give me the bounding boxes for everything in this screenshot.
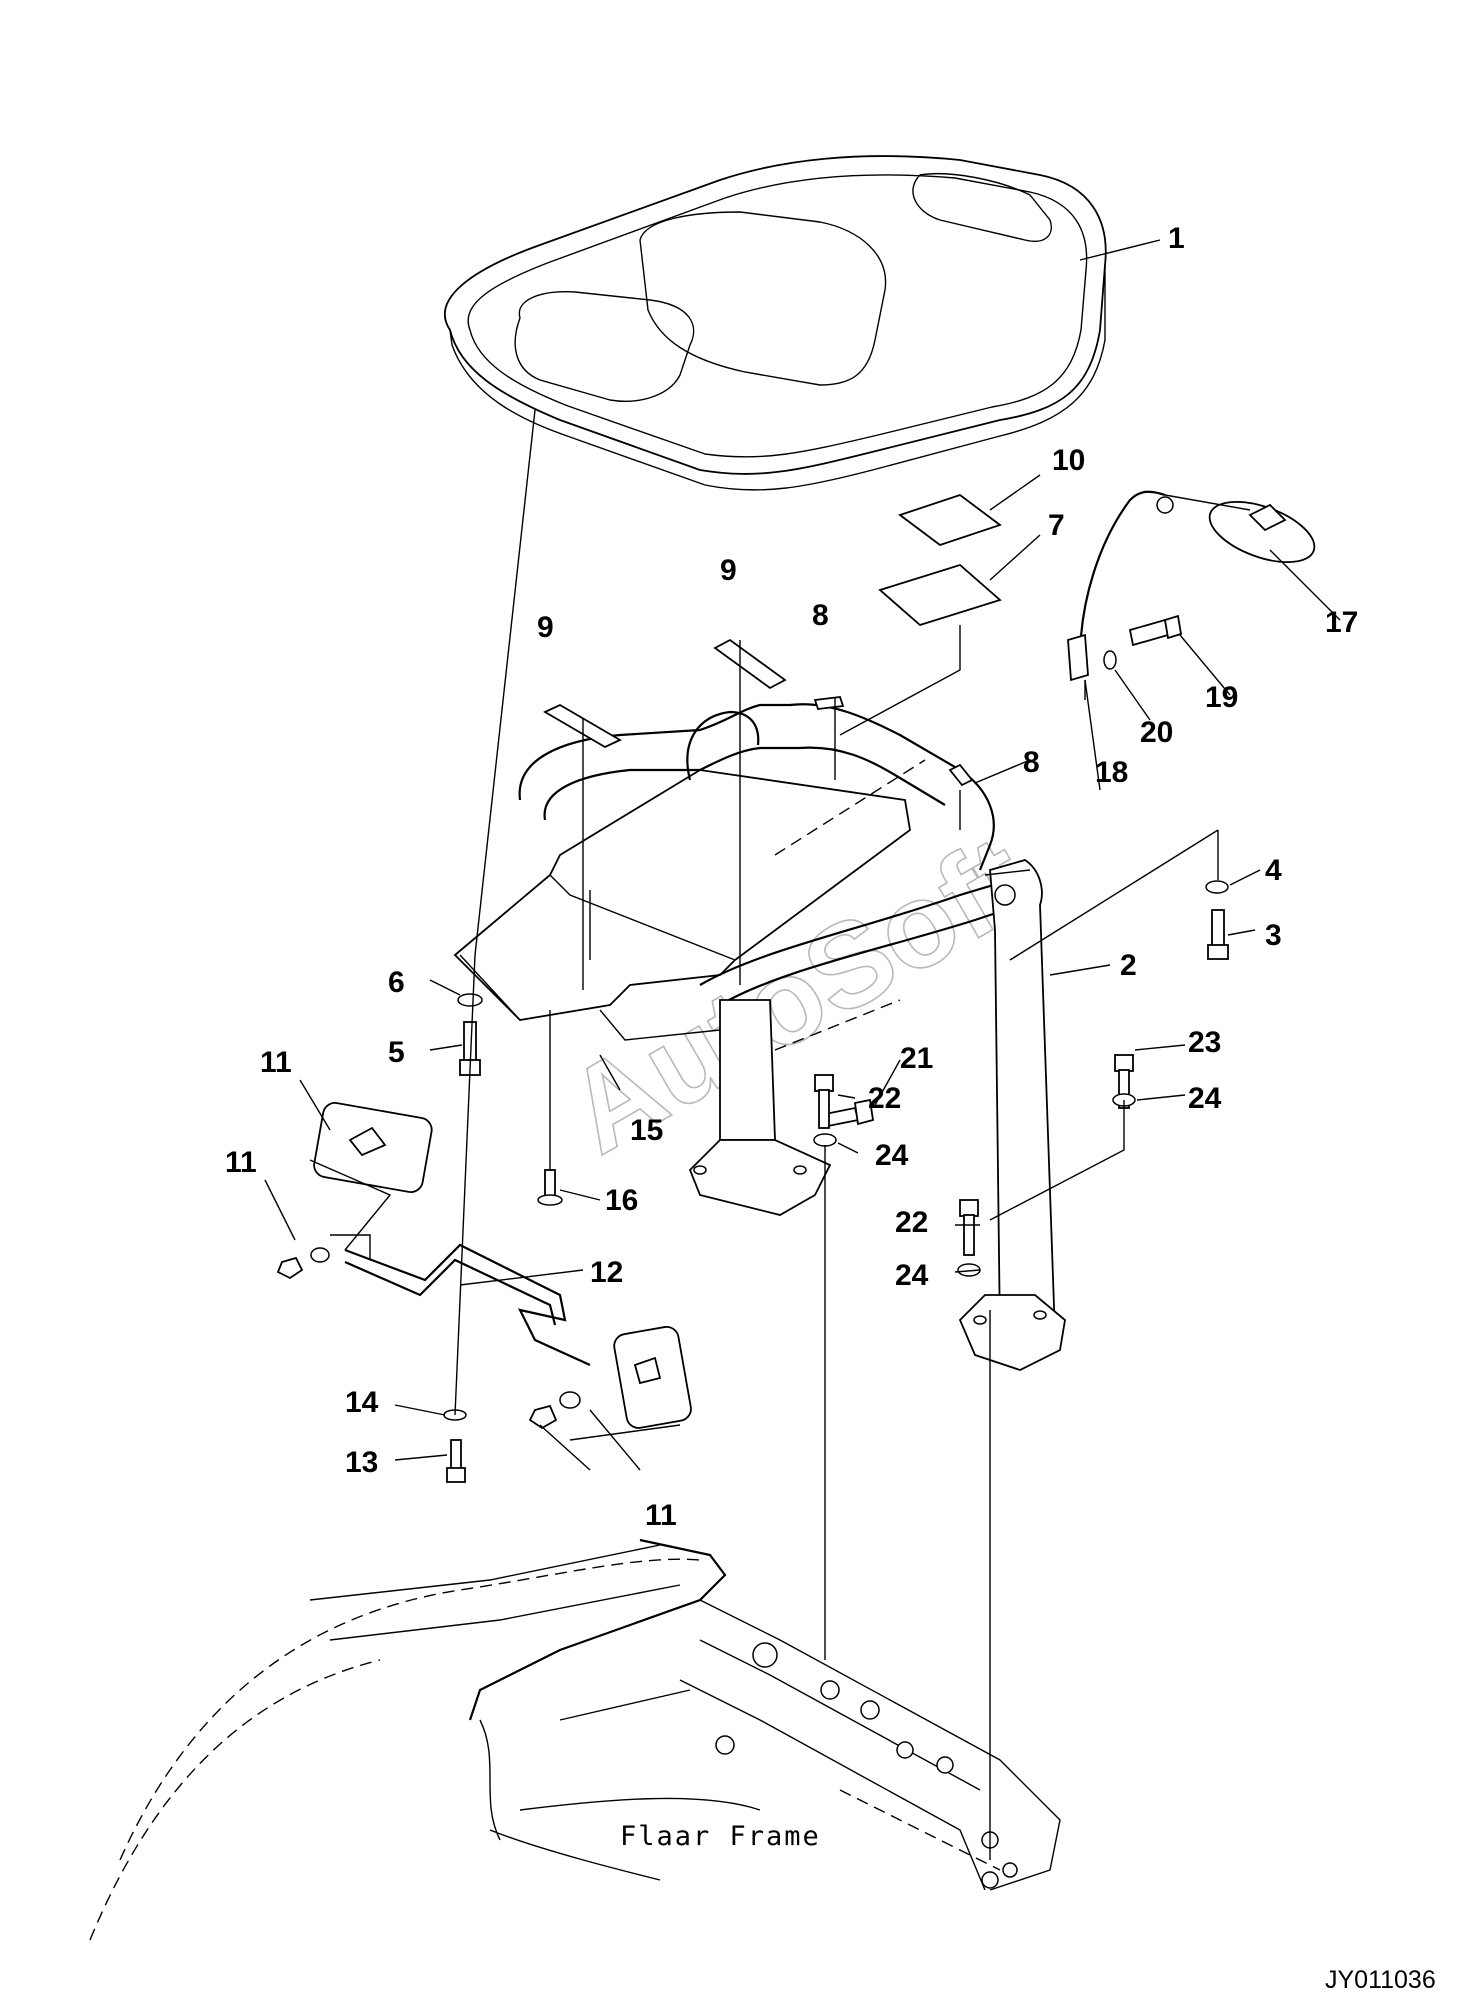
trim-strip-8-top	[813, 696, 845, 710]
callout-17: 17	[1325, 606, 1358, 639]
callout-14: 14	[345, 1386, 379, 1419]
nut-washer-11-lower	[528, 1391, 581, 1430]
guard-frame	[453, 703, 1066, 1371]
washer-4	[1205, 880, 1229, 894]
bolt-16	[537, 1169, 563, 1206]
cab-roof	[444, 155, 1107, 491]
bolt-13	[446, 1439, 466, 1483]
callout-1: 1	[1168, 222, 1185, 255]
callout-23: 23	[1188, 1026, 1221, 1059]
roof-pad-7	[878, 563, 1002, 627]
callout-22-lower: 22	[895, 1206, 928, 1239]
floor-frame-label: Flaar Frame	[620, 1821, 821, 1852]
bolt-22-left	[814, 1074, 834, 1129]
callout-9-left: 9	[537, 611, 554, 644]
trim-strip-8-right	[948, 763, 974, 787]
callout-12: 12	[590, 1256, 623, 1289]
washer-24-left	[813, 1133, 837, 1147]
callout-6: 6	[388, 966, 405, 999]
callout-22-left: 22	[868, 1082, 901, 1115]
callout-13: 13	[345, 1446, 378, 1479]
mirror-11-right	[613, 1325, 692, 1429]
callout-18: 18	[1095, 756, 1128, 789]
washer-6	[457, 993, 483, 1007]
rear-mirror-17	[1067, 490, 1316, 682]
leader-lines	[264, 239, 1341, 1860]
callout-3: 3	[1265, 919, 1282, 952]
bolt-3	[1207, 909, 1229, 960]
callout-5: 5	[388, 1036, 405, 1069]
callout-11-left: 11	[225, 1146, 257, 1179]
roof-pad-10	[898, 493, 1002, 547]
bolt-23	[1114, 1054, 1134, 1109]
mirror-stay-12	[330, 1234, 591, 1367]
callout-16: 16	[605, 1184, 638, 1217]
bolt-19	[1128, 614, 1183, 647]
bolt-22-lower	[959, 1199, 979, 1256]
drawing-code: JY011036	[1325, 1966, 1436, 1994]
callout-24-lower: 24	[895, 1259, 929, 1292]
nut-washer-11-left	[276, 1247, 330, 1280]
callout-2: 2	[1120, 949, 1137, 982]
callout-8-right: 8	[1023, 746, 1040, 779]
callout-15: 15	[630, 1114, 663, 1147]
callout-24-right: 24	[1188, 1082, 1222, 1115]
callout-20: 20	[1140, 716, 1173, 749]
callout-10: 10	[1052, 444, 1085, 477]
mirror-11-left	[313, 1102, 433, 1193]
floor-frame	[89, 1538, 1061, 1941]
callout-11-top: 11	[260, 1046, 292, 1079]
callout-9-right: 9	[720, 554, 737, 587]
trim-strip-9-right	[713, 638, 787, 690]
callout-8-top: 8	[812, 599, 829, 632]
callout-4: 4	[1265, 854, 1282, 887]
washer-20	[1103, 650, 1117, 670]
callout-labels: 1 2 3 4 5 6 7 8 8 9 9 10 11 11 11 12 13 …	[225, 222, 1358, 1532]
callout-11-bottom: 11	[645, 1499, 677, 1532]
callout-19: 19	[1205, 681, 1238, 714]
callout-24-left: 24	[875, 1139, 909, 1172]
callout-21: 21	[900, 1042, 933, 1075]
callout-7: 7	[1048, 509, 1065, 542]
